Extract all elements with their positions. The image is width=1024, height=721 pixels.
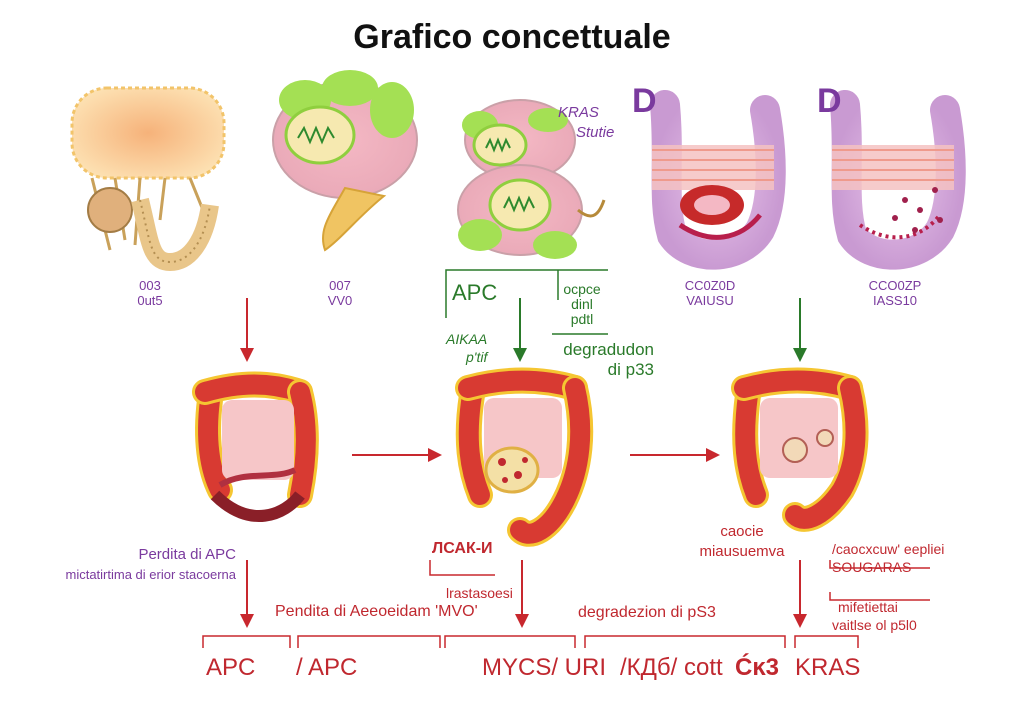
bottom-brackets [202, 560, 930, 648]
green-left-line-2: p'tif [466, 349, 488, 365]
right-low-line-2: vaitlse ol p5l0 [832, 617, 917, 633]
arrow-down-green-2 [793, 298, 807, 362]
green-left-line-1: AIKAA [446, 331, 488, 347]
cell-illustration-3 [457, 99, 606, 259]
colon-illustration-5 [830, 90, 966, 270]
intestine-illustration-1 [70, 86, 226, 272]
center-sub: lrastasoesi [446, 585, 513, 601]
d-mark-2: D [817, 82, 842, 120]
green-degradation-line-1: degradudon [563, 340, 654, 359]
arrow-down-2 [240, 560, 254, 628]
right-low-caption: mifetiettai vaitlse ol p5l0 [832, 598, 917, 634]
green-right-line-2: dinl [571, 296, 593, 312]
colon-illustration-4 [650, 90, 786, 270]
bottom-label-apc-1: APC [206, 654, 256, 681]
bottom-label-p53: Ćĸ3 [735, 654, 780, 681]
caption-2-line-2: VV0 [327, 293, 353, 308]
caption-3-line-2: VAIUSU [686, 293, 734, 308]
right-low-line-1: mifetiettai [838, 599, 898, 615]
green-right-small: ocpce dinl pdtl [560, 282, 604, 327]
d-mark-1: D [632, 82, 657, 120]
caption-4-line-1: CCO0ZP [868, 278, 922, 293]
center-caption: ЛСАК-И [432, 540, 493, 557]
caption-1-line-1: 003 [139, 278, 161, 293]
caption-1-line-2: 0ut5 [137, 293, 163, 308]
kras-annotation-1: KRAS [558, 104, 599, 121]
caption-2-line-1: 007 [329, 278, 351, 293]
left-caption-line-1: Perdita di APC [138, 546, 236, 563]
kras-annotation-2: Stutie [576, 124, 615, 141]
arrow-right-2 [630, 448, 720, 462]
arrow-down-3 [515, 560, 529, 628]
caption-1: 003 0ut5 [110, 278, 190, 308]
page-title: Grafico concettuale [353, 18, 671, 56]
perdita-line: Pendita di Aeeoeidam 'MVO' [275, 603, 478, 620]
caption-2: 007 VV0 [300, 278, 380, 308]
right-caption-line-2: miausuemva [699, 543, 785, 560]
right-top-caption: /caocxcuw' eepliei SOUGARAS [832, 540, 944, 576]
colon-stage-3 [731, 367, 869, 532]
green-left-small: AIKAA p'tif [446, 330, 487, 366]
green-degradation: degradudon di p33 [550, 340, 654, 380]
cell-illustration-2 [272, 70, 418, 252]
caption-3-line-1: CC0Z0D [684, 278, 736, 293]
bottom-label-apc-2: / APC [296, 654, 358, 681]
degradation-2: degradezion di pS3 [578, 604, 716, 621]
colon-stage-1 [192, 371, 319, 522]
arrow-down-green-1 [513, 298, 527, 362]
caption-3: CC0Z0D VAIUSU [670, 278, 750, 308]
bottom-label-kras: KRAS [795, 654, 861, 681]
right-caption: caocie miausuemva [692, 522, 792, 562]
bottom-label-cott: /КДб/ cott [620, 654, 723, 681]
arrow-right-1 [352, 448, 442, 462]
colon-stage-2 [455, 367, 594, 547]
right-top-line-2: SOUGARAS [832, 559, 912, 575]
arrow-down-4 [793, 560, 807, 628]
caption-4: CCO0ZP IASS10 [855, 278, 935, 308]
green-degradation-line-2: di p33 [607, 360, 654, 379]
left-caption: Perdita di APC mictatirtima di erior sta… [20, 545, 237, 585]
arrow-down-1 [240, 298, 254, 362]
green-right-line-3: pdtl [570, 311, 594, 327]
bottom-label-mycs: MYCS/ URI [482, 654, 607, 681]
green-right-line-1: ocpce [563, 281, 601, 297]
green-bracket [445, 269, 608, 335]
left-caption-line-2: mictatirtima di erior stacoerna [65, 567, 237, 582]
right-top-line-1: /caocxcuw' eepliei [832, 541, 945, 557]
green-apc-label: APC [452, 280, 498, 305]
right-caption-line-1: caocie [720, 523, 764, 540]
caption-4-line-2: IASS10 [872, 293, 918, 308]
